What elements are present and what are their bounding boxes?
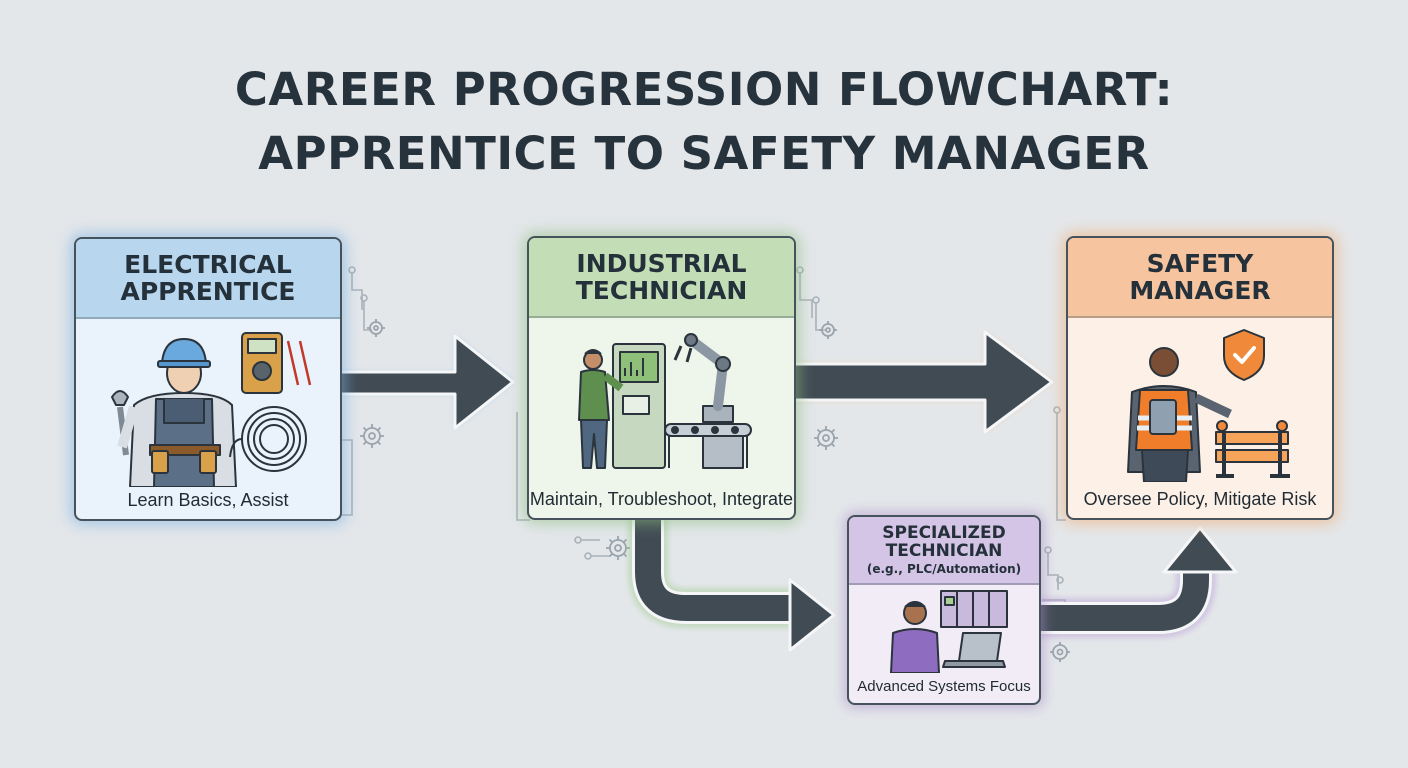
arrow-technician-to-manager (792, 330, 1054, 434)
node-title-line-1: ELECTRICAL (124, 250, 292, 279)
node-electrical-apprentice: ELECTRICAL APPRENTICE (74, 237, 342, 521)
node-title-line-1: SAFETY (1146, 249, 1254, 278)
node-industrial-technician: INDUSTRIAL TECHNICIAN (527, 236, 796, 520)
laptop-icon (942, 632, 1006, 668)
node-title-line-1: INDUSTRIAL (576, 249, 747, 278)
node-title-line-2: APPRENTICE (120, 277, 296, 306)
node-header: SAFETY MANAGER (1068, 238, 1332, 318)
node-title-line-1: SPECIALIZED (882, 522, 1006, 543)
specialized-illustration (890, 590, 1008, 673)
gear-icon (360, 319, 1070, 662)
barricade-icon (1215, 420, 1290, 478)
control-panel-icon (612, 343, 666, 469)
title-line-1: CAREER PROGRESSION FLOWCHART: (234, 63, 1174, 116)
conveyor-icon (664, 423, 752, 469)
node-caption: Advanced Systems Focus (857, 678, 1031, 695)
node-header: INDUSTRIAL TECHNICIAN (529, 238, 794, 318)
robotic-arm-icon (673, 333, 734, 423)
multimeter-icon (241, 332, 312, 394)
tablet-icon (1149, 399, 1177, 435)
node-header: ELECTRICAL APPRENTICE (76, 239, 340, 319)
node-header: SPECIALIZED TECHNICIAN (e.g., PLC/Automa… (849, 517, 1039, 585)
manager-illustration (1127, 329, 1290, 482)
title-line-2: APPRENTICE TO SAFETY MANAGER (258, 127, 1150, 180)
node-caption: Oversee Policy, Mitigate Risk (1083, 489, 1317, 509)
node-subtitle: (e.g., PLC/Automation) (866, 562, 1022, 577)
cable-coil-icon (229, 406, 307, 472)
arrow-specialized-to-manager (1040, 526, 1238, 638)
hard-hat-icon (157, 338, 211, 368)
arrow-apprentice-to-technician (338, 334, 515, 430)
node-safety-manager: SAFETY MANAGER (1066, 236, 1334, 520)
page-title: CAREER PROGRESSION FLOWCHART: APPRENTICE… (0, 58, 1408, 186)
plc-rack-icon (940, 590, 1008, 628)
node-title-line-2: TECHNICIAN (575, 276, 748, 305)
arrow-technician-to-specialized (628, 518, 836, 652)
shield-check-icon (1223, 329, 1265, 381)
technician-illustration (578, 333, 752, 469)
node-caption: Maintain, Troubleshoot, Integrate (529, 489, 794, 509)
node-caption: Learn Basics, Assist (127, 490, 289, 510)
node-title-line-2: TECHNICIAN (885, 541, 1003, 561)
node-title-line-2: MANAGER (1129, 276, 1271, 305)
node-specialized-technician: SPECIALIZED TECHNICIAN (e.g., PLC/Automa… (847, 515, 1041, 705)
apprentice-illustration (111, 332, 312, 487)
